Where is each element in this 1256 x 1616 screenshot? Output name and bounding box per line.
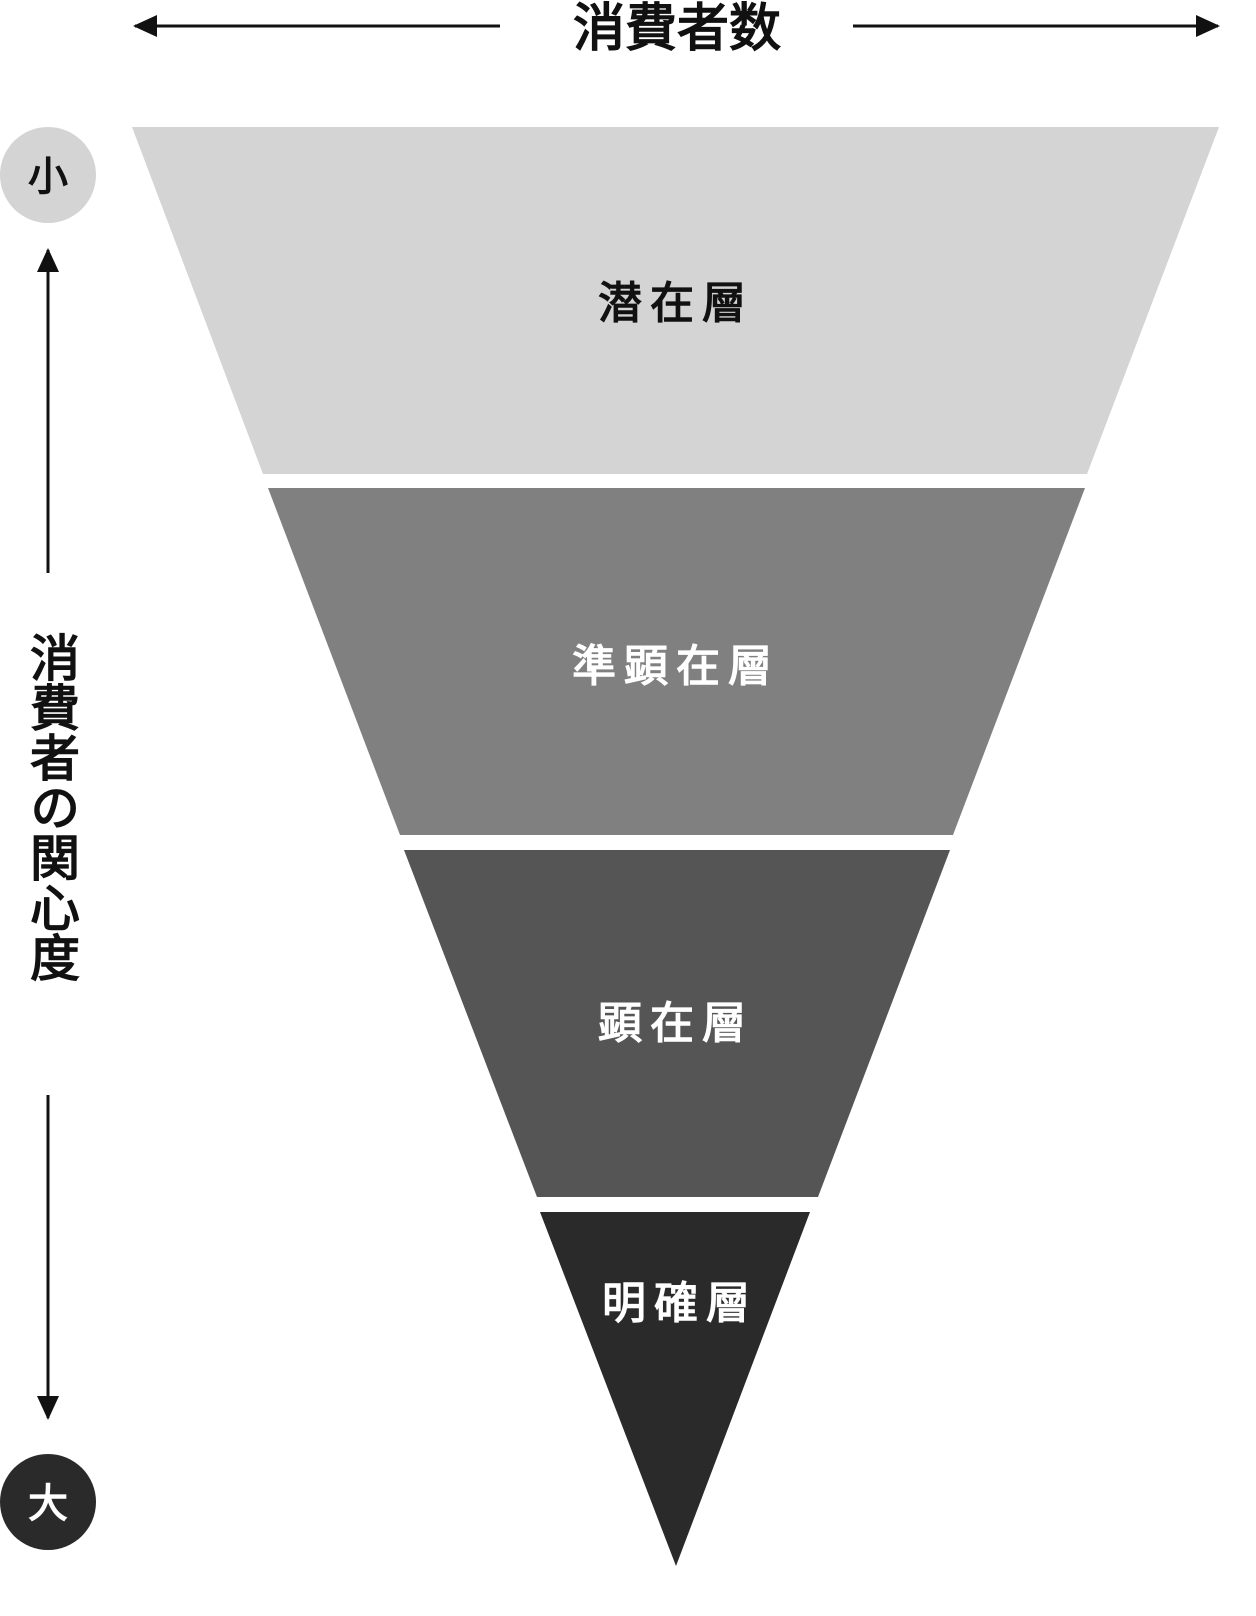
layer-manifest-label: 顕在層	[598, 998, 754, 1049]
large-label: 大	[28, 1481, 68, 1527]
layer-semi-manifest	[268, 488, 1085, 835]
layer-latent-label: 潜在層	[598, 278, 754, 329]
layer-semi-manifest-label: 準顕在層	[572, 641, 780, 692]
axis-label: 消費者の関心度	[22, 632, 80, 982]
layer-definite	[540, 1212, 810, 1566]
layer-manifest	[404, 850, 950, 1197]
title: 消費者数	[573, 0, 781, 59]
layer-definite-label: 明確層	[602, 1278, 758, 1329]
large-circle	[0, 1454, 96, 1550]
layer-latent	[132, 127, 1219, 474]
small-circle	[0, 127, 96, 223]
small-label: 小	[28, 154, 68, 200]
